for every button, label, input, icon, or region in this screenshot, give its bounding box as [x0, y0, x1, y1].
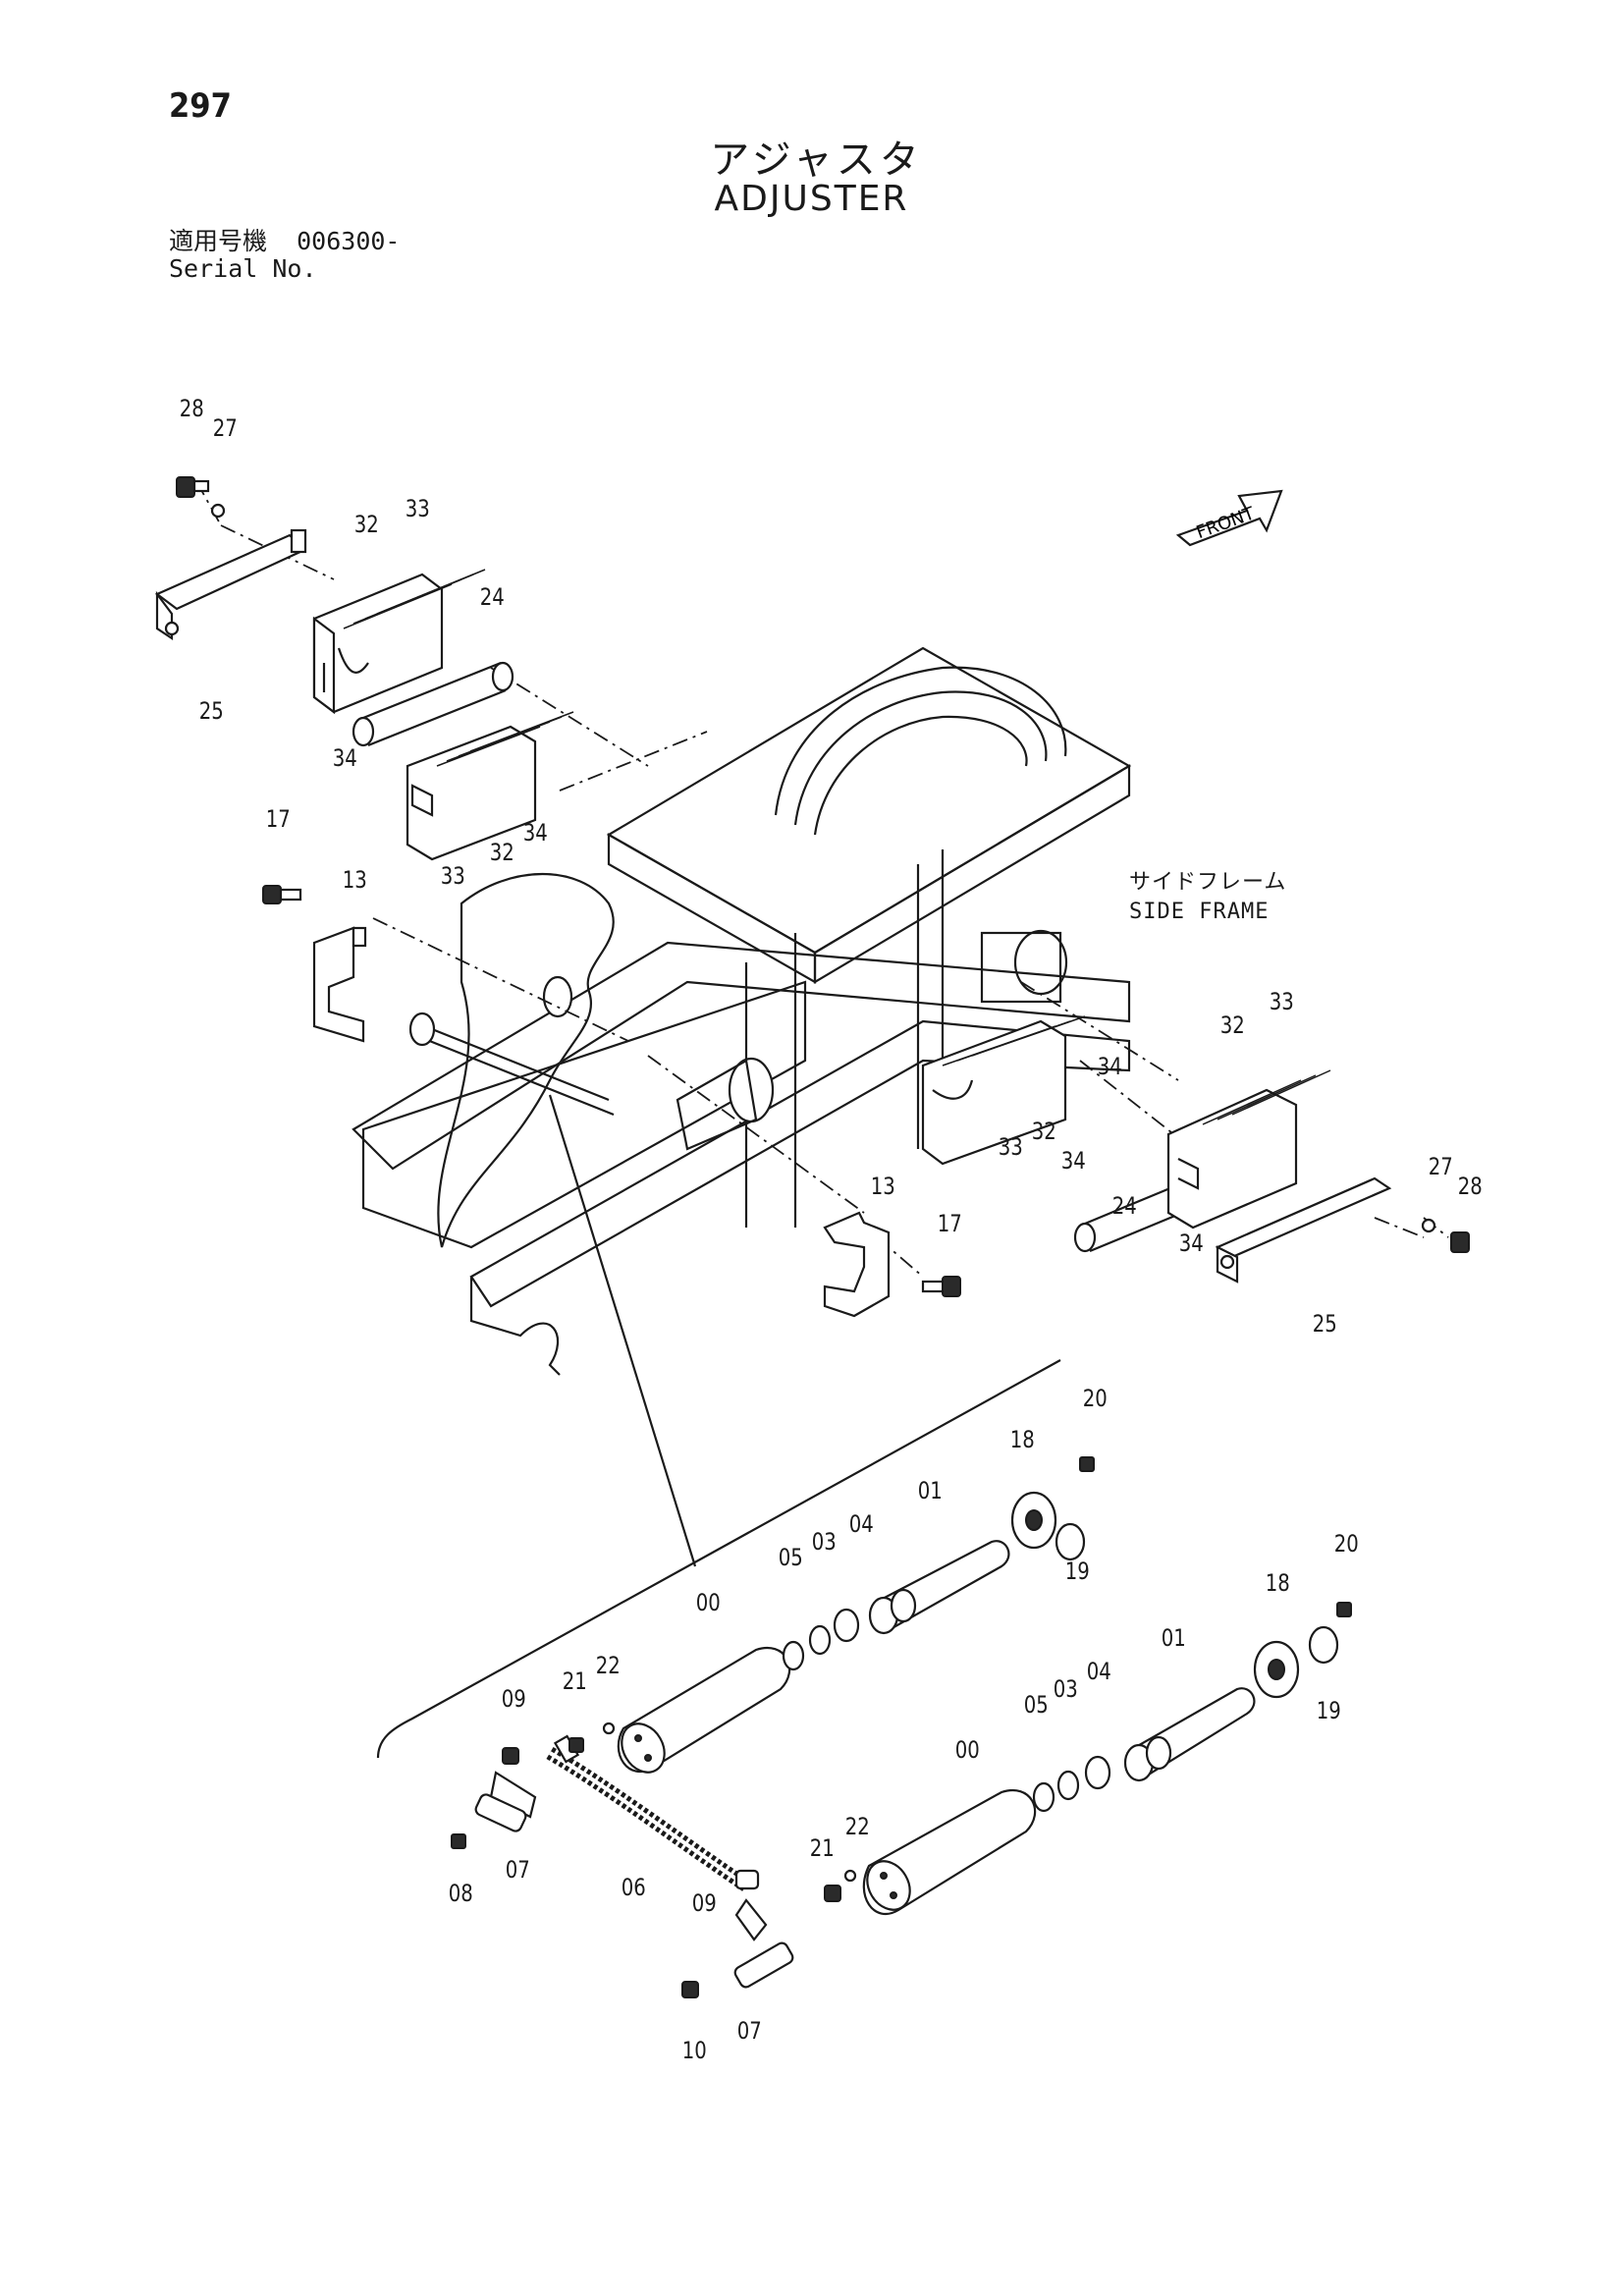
shim-stack-a	[312, 569, 486, 715]
cylinder-assembly-upper	[617, 1456, 1095, 1774]
callout-06: 06	[621, 1874, 646, 1901]
callout-21-a: 21	[562, 1667, 587, 1695]
callout-19-b: 19	[1316, 1697, 1341, 1724]
callout-08: 08	[448, 1880, 473, 1907]
callout-04-a: 04	[848, 1510, 874, 1538]
callout-22-a: 22	[595, 1652, 621, 1679]
callout-33-a: 33	[405, 495, 430, 522]
callout-18-b: 18	[1265, 1569, 1290, 1597]
serial-label-en: Serial No.	[169, 254, 317, 283]
callout-24-b: 24	[1111, 1192, 1137, 1220]
callout-28-top: 28	[179, 395, 204, 422]
callout-25-a: 25	[198, 697, 224, 725]
callout-17-a: 17	[265, 805, 291, 833]
callout-04-b: 04	[1086, 1658, 1111, 1685]
callout-00-b: 00	[954, 1736, 980, 1764]
serial-value: 006300-	[297, 227, 401, 255]
callout-27-b: 27	[1428, 1153, 1453, 1180]
callout-33-b: 33	[440, 862, 465, 890]
callout-33-d: 33	[998, 1133, 1023, 1161]
callout-13-a: 13	[342, 866, 367, 894]
callout-01-b: 01	[1161, 1624, 1186, 1652]
callout-09-a: 09	[501, 1685, 526, 1713]
callout-33-c: 33	[1269, 988, 1294, 1015]
callout-01-a: 01	[917, 1477, 943, 1504]
bracket-13-right	[823, 1211, 891, 1318]
bolt-17-left	[262, 885, 302, 904]
bolt-28-top	[176, 476, 226, 519]
callout-22-b: 22	[844, 1813, 870, 1840]
callout-32-c: 32	[1219, 1011, 1245, 1039]
callout-34-d: 34	[1178, 1230, 1204, 1257]
shim-assembly-right	[921, 1015, 1470, 1284]
callout-32-a: 32	[353, 511, 379, 538]
callout-05-b: 05	[1023, 1691, 1049, 1719]
callout-20-a: 20	[1082, 1385, 1108, 1412]
callout-27-top: 27	[212, 414, 238, 442]
callout-18-a: 18	[1009, 1426, 1035, 1453]
page-number: 297	[169, 86, 232, 126]
callout-07-a: 07	[505, 1856, 530, 1884]
detail-view-boundary	[376, 1094, 1061, 1759]
side-frame-label-jp: サイドフレーム	[1129, 870, 1287, 895]
title-japanese: アジャスタ	[710, 137, 923, 183]
callout-28-b: 28	[1457, 1173, 1483, 1200]
callout-25-b: 25	[1312, 1310, 1337, 1338]
cylinder-assembly-lower	[862, 1602, 1352, 1916]
bolt-17-right	[921, 1276, 961, 1297]
serial-label-jp: 適用号機	[169, 227, 268, 255]
callout-07-b: 07	[736, 2017, 762, 2045]
callout-00-a: 00	[695, 1589, 721, 1616]
side-frame-label-en: SIDE FRAME	[1129, 900, 1270, 924]
shim-stack-b	[406, 711, 574, 861]
callout-17-b: 17	[937, 1210, 962, 1237]
callout-03-b: 03	[1053, 1675, 1078, 1703]
side-frame-label: サイドフレーム SIDE FRAME	[1129, 868, 1286, 927]
title-english: ADJUSTER	[714, 179, 909, 219]
callout-13-b: 13	[870, 1173, 895, 1200]
callout-32-b: 32	[489, 839, 514, 866]
bracket-13-left	[312, 926, 367, 1043]
callout-10: 10	[681, 2037, 707, 2064]
callout-03-a: 03	[811, 1528, 837, 1556]
callout-21-b: 21	[809, 1834, 835, 1862]
serial-info: 適用号機 006300- Serial No.	[169, 228, 400, 283]
front-arrow: FRONT	[1175, 489, 1283, 547]
callout-34-c: 34	[1097, 1053, 1122, 1080]
callout-34-b: 34	[522, 819, 548, 847]
front-arrow-label: FRONT	[1194, 503, 1259, 543]
callout-32-d: 32	[1031, 1118, 1056, 1145]
callout-20-b: 20	[1333, 1530, 1359, 1558]
callout-09-b: 09	[691, 1889, 717, 1917]
callout-19-a: 19	[1064, 1558, 1090, 1585]
shim-assembly-upper-left	[154, 528, 574, 861]
callout-05-a: 05	[778, 1544, 803, 1571]
grease-hose-assembly	[451, 1722, 857, 1998]
callout-34-e: 34	[1060, 1147, 1086, 1175]
callout-24-a: 24	[479, 583, 505, 611]
callout-34-a: 34	[332, 744, 357, 772]
